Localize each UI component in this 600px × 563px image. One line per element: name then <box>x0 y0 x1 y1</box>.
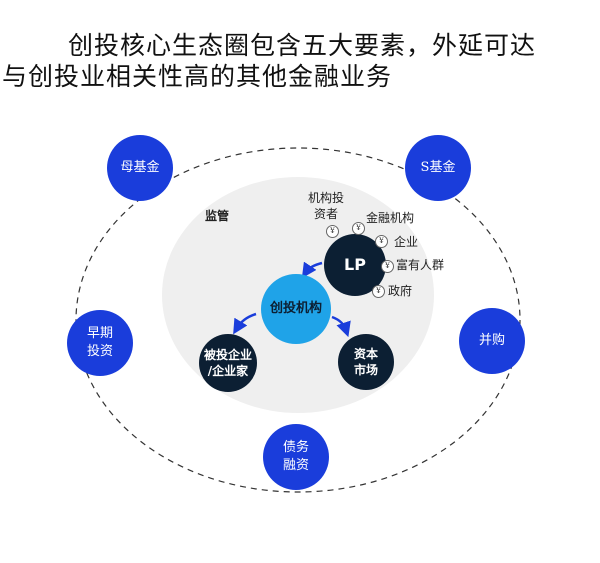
early-invest-label: 早期投资 <box>86 326 113 359</box>
investee-label: 被投企业/企业家 <box>203 348 252 378</box>
capital-market-label: 资本市场 <box>353 347 378 377</box>
lp-label: LP <box>344 255 366 274</box>
arrow-vc-to-investee <box>233 312 257 335</box>
vc-label: 创投机构 <box>269 301 322 316</box>
yen-icon: ¥ <box>375 235 388 248</box>
node-s-fund: S基金 <box>405 135 471 201</box>
yen-icon: ¥ <box>352 222 365 235</box>
arrow-vc-to-capital <box>331 315 351 338</box>
lp-source-wealthy: 富有人群 <box>396 258 445 272</box>
node-capital-market: 资本市场 <box>338 334 394 390</box>
yen-icon: ¥ <box>372 285 385 298</box>
s-fund-label: S基金 <box>420 160 456 175</box>
lp-source-financial: 金融机构 <box>366 211 415 225</box>
lp-source-corporate: 企业 <box>394 235 419 249</box>
yen-icon: ¥ <box>326 225 339 238</box>
debt-label: 债务融资 <box>282 440 309 473</box>
title-line-2: 与创投业相关性高的其他金融业务 <box>2 62 393 91</box>
arrow-lp-to-vc <box>301 261 323 279</box>
title-line-1: 创投核心生态圈包含五大要素，外延可达 <box>68 31 537 60</box>
node-ma: 并购 <box>459 308 525 374</box>
lp-source-institutional: 机构投资者 <box>308 191 345 221</box>
lp-source-government: 政府 <box>388 284 413 298</box>
regulation-label: 监管 <box>205 209 230 223</box>
yen-icon: ¥ <box>381 260 394 273</box>
node-vc-institution: 创投机构 <box>261 274 331 344</box>
node-investee: 被投企业/企业家 <box>199 334 257 392</box>
node-debt-financing: 债务融资 <box>263 424 329 490</box>
node-early-invest: 早期投资 <box>67 310 133 376</box>
ma-label: 并购 <box>478 333 505 348</box>
node-mother-fund: 母基金 <box>107 135 173 201</box>
mother-fund-label: 母基金 <box>120 160 160 175</box>
